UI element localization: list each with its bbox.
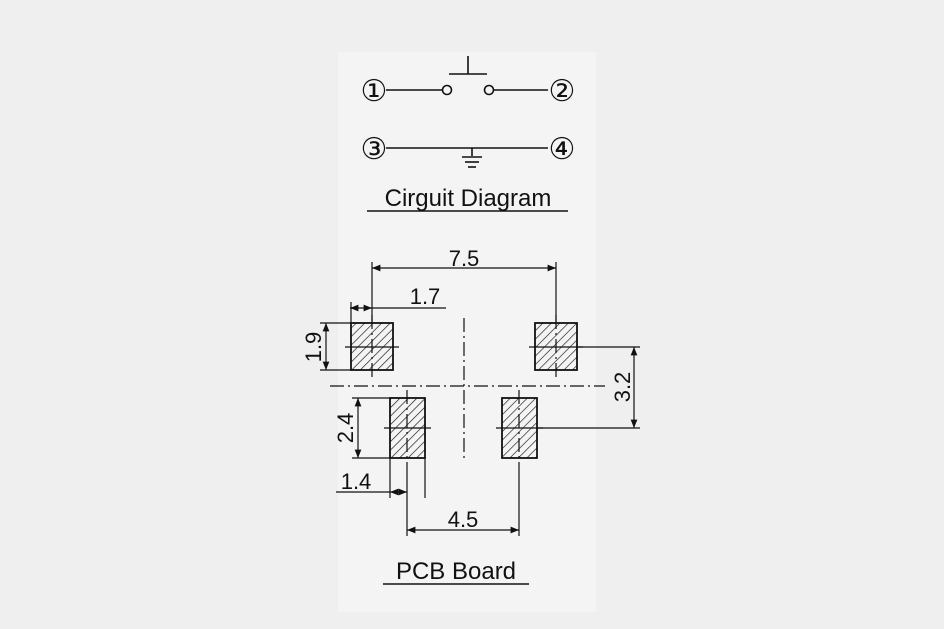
dimension-lines [320,262,640,536]
switch-symbol [386,56,548,96]
pin-2-label: ② [549,75,576,108]
circuit-diagram [386,56,548,168]
pad-center-marks [345,346,583,429]
dim-lower-spacing: 4.5 [448,507,479,532]
dim-vertical-offset: 3.2 [610,372,635,403]
ground-symbol [386,147,548,168]
circuit-diagram-title: Cirguit Diagram [385,185,552,212]
dim-pad-width: 1.7 [410,284,441,309]
dim-lower-pad-height: 2.4 [333,413,358,444]
pin-1-label: ① [361,75,388,108]
dim-pad-height: 1.9 [301,332,326,363]
pin-4-label: ④ [549,133,576,166]
pcb-board-title: PCB Board [396,558,516,585]
dim-overall-width: 7.5 [449,246,480,271]
dim-lower-pad-width: 1.4 [341,469,372,494]
pin-3-label: ③ [361,133,388,166]
